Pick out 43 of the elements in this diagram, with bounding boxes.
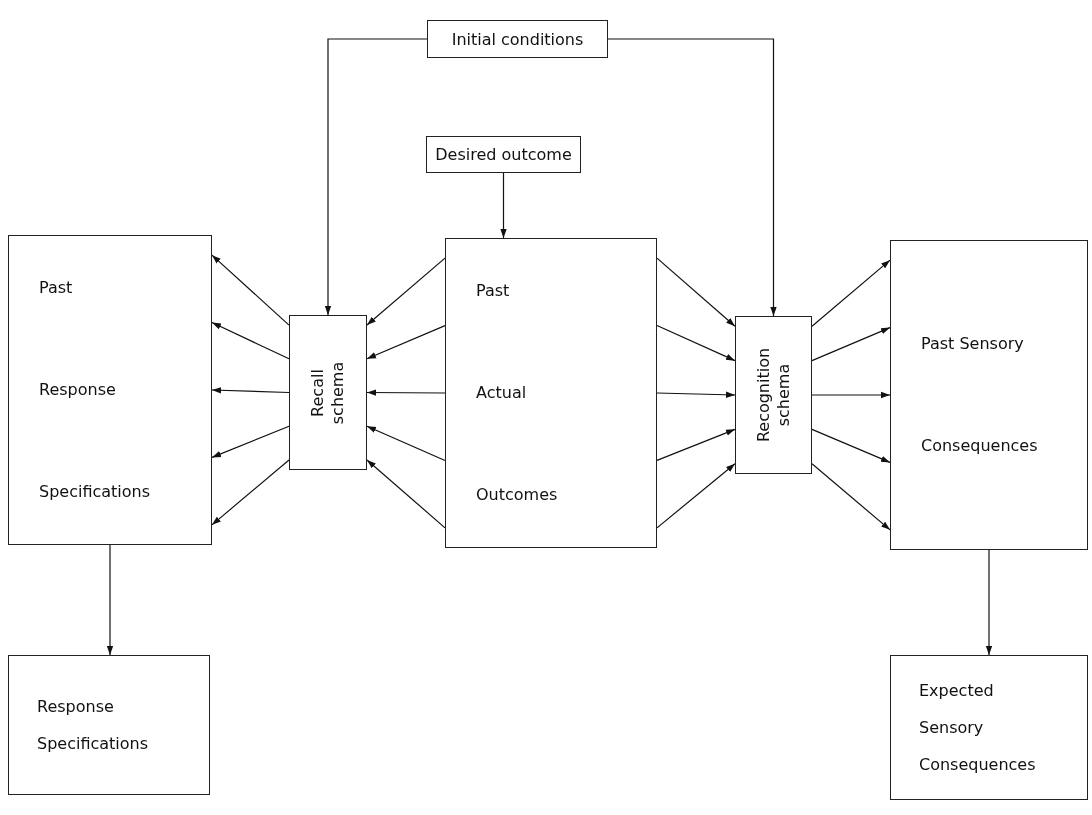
schema-box	[289, 315, 367, 470]
box-label: Past Sensory Consequences	[921, 333, 1038, 457]
arrow	[324, 38, 428, 316]
arrow	[211, 425, 290, 459]
process-box	[8, 655, 210, 795]
process-box	[890, 655, 1088, 800]
arrow	[366, 257, 446, 326]
schema-box	[735, 316, 812, 474]
arrow	[106, 544, 114, 656]
process-box	[427, 20, 608, 58]
box-label: Past Response Specifications	[39, 277, 151, 503]
arrow	[985, 549, 993, 656]
box-label: Past Actual Outcomes	[476, 280, 558, 506]
arrow	[811, 259, 891, 327]
arrow	[366, 459, 446, 529]
arrow	[211, 321, 290, 360]
arrow	[656, 391, 736, 398]
process-box	[445, 238, 657, 548]
box-label: Expected Sensory Consequences	[919, 680, 1036, 776]
arrow	[811, 428, 891, 464]
box-label: Desired outcome	[435, 145, 572, 164]
arrow	[366, 389, 446, 396]
box-label: Recognition schema	[753, 347, 794, 443]
process-box	[8, 235, 212, 545]
arrow	[366, 324, 446, 360]
arrow	[211, 459, 290, 526]
box-label: Response Specifications	[37, 696, 149, 755]
process-box	[426, 136, 581, 173]
arrow	[211, 254, 290, 326]
arrow	[366, 425, 446, 462]
arrow	[811, 326, 891, 362]
box-label: Recall schema	[308, 361, 348, 424]
arrow	[656, 324, 736, 362]
box-label: Initial conditions	[451, 29, 584, 49]
arrow	[500, 172, 507, 239]
arrow	[811, 391, 891, 399]
arrow	[656, 428, 736, 462]
process-box	[890, 240, 1088, 550]
arrow	[811, 463, 891, 531]
arrow	[656, 463, 736, 529]
arrow	[656, 257, 736, 327]
arrow	[211, 387, 290, 394]
arrow	[607, 38, 777, 317]
